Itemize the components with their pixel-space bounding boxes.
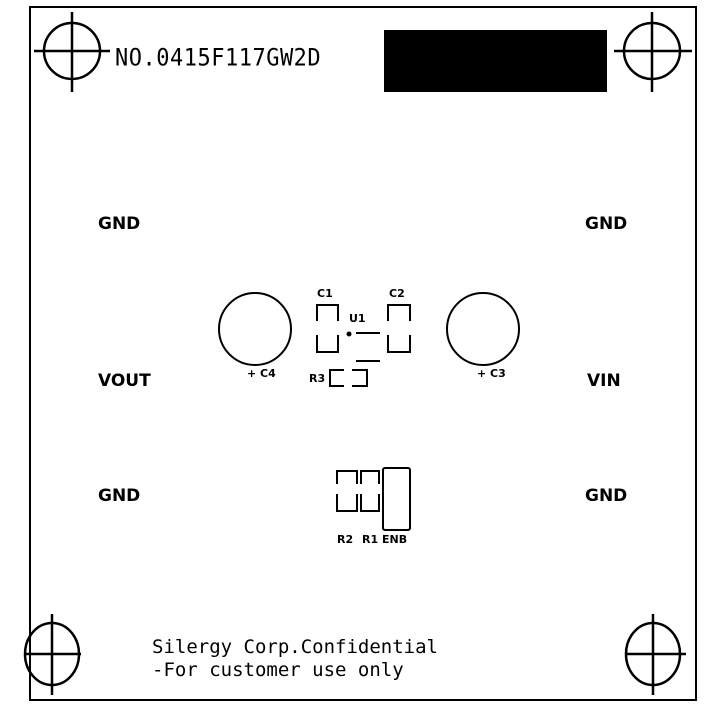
capacitor-c4-outline <box>218 292 292 366</box>
ref-c2: C2 <box>389 287 405 300</box>
ref-u1: U1 <box>349 312 366 325</box>
footer-customer-use: -For customer use only <box>152 659 404 681</box>
resistor-r1-footprint <box>360 470 380 512</box>
crosshair-top-left-icon <box>34 12 110 92</box>
board-outline <box>29 6 697 701</box>
ref-c4: + C4 <box>247 367 276 380</box>
ref-r1: R1 <box>362 533 379 546</box>
crosshair-top-right-icon <box>614 12 692 92</box>
net-label-gnd-left-bottom: GND <box>98 486 141 506</box>
ref-c3: + C3 <box>477 367 506 380</box>
net-label-gnd-right-bottom: GND <box>585 486 628 506</box>
capacitor-c3-outline <box>446 292 520 366</box>
enable-header-enb <box>382 467 411 531</box>
crosshair-bottom-left-icon <box>23 614 81 695</box>
resistor-r3-footprint <box>329 369 368 387</box>
footer-confidential: Silergy Corp.Confidential <box>152 636 438 658</box>
net-label-vout: VOUT <box>98 371 151 391</box>
resistor-r2-footprint <box>336 470 358 512</box>
net-label-gnd-left-top: GND <box>98 214 141 234</box>
crosshair-bottom-right-icon <box>624 614 686 695</box>
capacitor-c1-footprint <box>316 304 339 353</box>
net-label-gnd-right-top: GND <box>585 214 628 234</box>
ic-u1-footprint <box>346 331 380 362</box>
ref-enb: ENB <box>382 533 408 546</box>
ref-c1: C1 <box>317 287 333 300</box>
redacted-block <box>384 30 607 92</box>
ref-r3: R3 <box>309 372 326 385</box>
ref-r2: R2 <box>337 533 354 546</box>
capacitor-c2-footprint <box>387 304 411 353</box>
net-label-vin: VIN <box>587 371 621 391</box>
part-number: NO.0415F117GW2D <box>115 44 322 73</box>
